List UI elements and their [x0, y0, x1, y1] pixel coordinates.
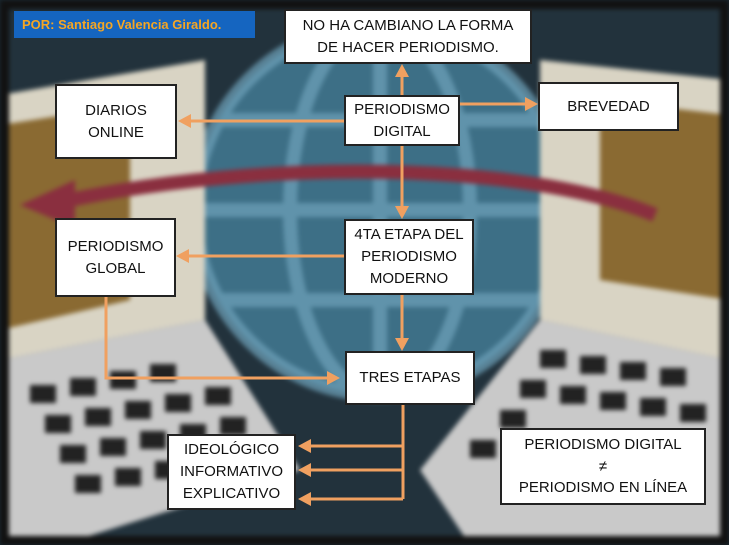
node-etapas-list-label: IDEOLÓGICO INFORMATIVO EXPLICATIVO — [179, 441, 284, 502]
node-periodismo-digital: PERIODISMO DIGITAL — [344, 95, 460, 146]
node-comparison: PERIODISMO DIGITAL ≠ PERIODISMO EN LÍNEA — [500, 428, 706, 505]
node-etapas-list: IDEOLÓGICO INFORMATIVO EXPLICATIVO — [167, 434, 296, 510]
node-comparison-label: PERIODISMO DIGITAL ≠ PERIODISMO EN LÍNEA — [518, 435, 688, 497]
node-brevedad: BREVEDAD — [538, 82, 679, 131]
author-credit: POR: Santiago Valencia Giraldo. — [14, 11, 255, 38]
node-4ta-etapa-label: 4TA ETAPA DEL PERIODISMO MODERNO — [354, 226, 464, 287]
node-periodismo-digital-label: PERIODISMO DIGITAL — [354, 100, 450, 140]
node-brevedad-label: BREVEDAD — [567, 97, 650, 115]
author-credit-text: POR: Santiago Valencia Giraldo. — [22, 17, 222, 32]
node-periodismo-global-label: PERIODISMO GLOBAL — [67, 237, 164, 277]
node-4ta-etapa: 4TA ETAPA DEL PERIODISMO MODERNO — [344, 219, 474, 295]
node-diarios-online: DIARIOS ONLINE — [55, 84, 177, 159]
node-tres-etapas-label: TRES ETAPAS — [359, 369, 461, 387]
node-top: NO HA CAMBIANO LA FORMA DE HACER PERIODI… — [284, 9, 532, 64]
node-top-label: NO HA CAMBIANO LA FORMA DE HACER PERIODI… — [302, 16, 514, 56]
node-tres-etapas: TRES ETAPAS — [345, 351, 475, 405]
node-diarios-online-label: DIARIOS ONLINE — [85, 101, 147, 141]
node-periodismo-global: PERIODISMO GLOBAL — [55, 218, 176, 297]
